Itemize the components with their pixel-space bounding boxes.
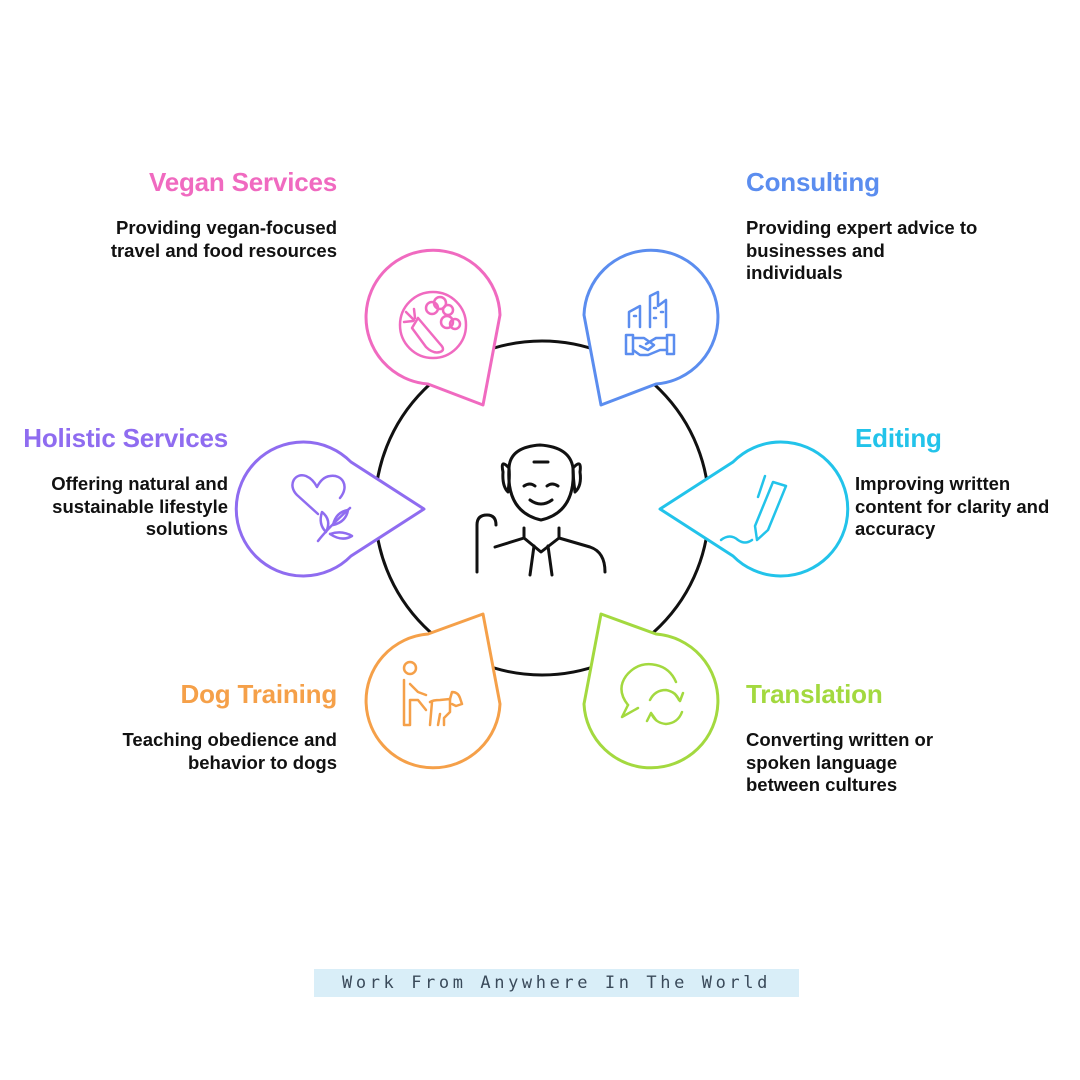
editing-description: Improving written content for clarity an… [855, 473, 1050, 539]
heart-leaf-icon [291, 474, 354, 543]
holistic-label: Holistic Services Offering natural and s… [15, 423, 228, 541]
editing-title: Editing [855, 423, 942, 453]
consulting-title: Consulting [746, 167, 880, 197]
translation-teardrop [582, 612, 720, 770]
pen-writing-icon [719, 474, 788, 544]
dog-title: Dog Training [180, 679, 338, 709]
translation-title: Translation [746, 679, 883, 709]
person-dog-icon [402, 660, 464, 727]
chat-translate-icon [620, 662, 685, 726]
editing-label: Editing Improving written content for cl… [855, 423, 1070, 541]
consulting-description: Providing expert advice to businesses an… [746, 217, 978, 283]
tagline-banner: Work From Anywhere In The World [314, 969, 799, 997]
translation-label: Translation Converting written or spoken… [746, 679, 951, 797]
editing-teardrop [658, 440, 850, 578]
dog-label: Dog Training Teaching obedience and beha… [118, 679, 337, 774]
elderly-man-icon [475, 443, 607, 577]
holistic-description: Offering natural and sustainable lifesty… [51, 473, 228, 539]
dog-teardrop [364, 612, 502, 770]
dog-description: Teaching obedience and behavior to dogs [122, 729, 337, 773]
translation-description: Converting written or spoken language be… [746, 729, 934, 795]
consulting-label: Consulting Providing expert advice to bu… [746, 167, 982, 285]
handshake-buildings-icon [624, 290, 676, 357]
holistic-title: Holistic Services [23, 423, 228, 453]
vegan-teardrop [364, 248, 502, 407]
vegan-label: Vegan Services Providing vegan-focused t… [88, 167, 337, 262]
vegan-title: Vegan Services [149, 167, 337, 197]
vegan-food-icon [398, 290, 468, 360]
vegan-description: Providing vegan-focused travel and food … [110, 217, 337, 261]
holistic-teardrop [234, 440, 426, 578]
